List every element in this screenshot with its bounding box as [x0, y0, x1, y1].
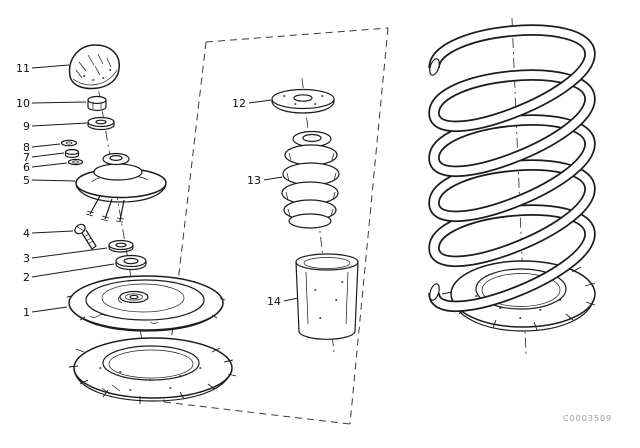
diagram-code: C0003509 [563, 414, 612, 423]
part-3-washer [108, 239, 134, 253]
part-4-screw [74, 223, 97, 250]
callout-label-13: 13 [247, 174, 261, 187]
callout-leader-lines [31, 64, 299, 313]
part-11-cap [68, 44, 120, 90]
part-14-protective-tube [295, 253, 359, 340]
callout-label-9: 9 [23, 120, 30, 133]
part-1-gasket-ring [68, 337, 237, 404]
part-6-washer [67, 158, 84, 166]
part-12-washer [271, 88, 335, 114]
part-9-washer [87, 116, 115, 131]
callout-label-6: 6 [23, 161, 30, 174]
part-2-washer [115, 254, 147, 271]
callout-label-5: 5 [23, 174, 30, 187]
callout-label-4: 4 [23, 227, 30, 240]
part-5-guide-support [75, 152, 167, 223]
callout-label-14: 14 [267, 295, 281, 308]
part-1-spring-pad [66, 275, 226, 332]
part-7-nut [64, 149, 80, 158]
callout-label-3: 3 [23, 252, 30, 265]
callout-label-7: 7 [23, 151, 30, 164]
coil-spring [428, 24, 596, 332]
part-13-rubber-buffer [281, 130, 340, 229]
callout-labels: 11 10 9 8 7 6 5 4 3 2 1 12 13 14 [16, 62, 281, 319]
callout-label-12: 12 [232, 97, 246, 110]
callout-label-10: 10 [16, 97, 30, 110]
callout-label-1: 1 [23, 306, 30, 319]
part-8-washer [60, 139, 78, 147]
callout-label-11: 11 [16, 62, 30, 75]
spring-wire-end-top [429, 58, 440, 76]
spring-wire-end-bottom [429, 283, 440, 301]
callout-label-8: 8 [23, 141, 30, 154]
callout-label-2: 2 [23, 271, 30, 284]
part-10-nut [87, 95, 107, 112]
